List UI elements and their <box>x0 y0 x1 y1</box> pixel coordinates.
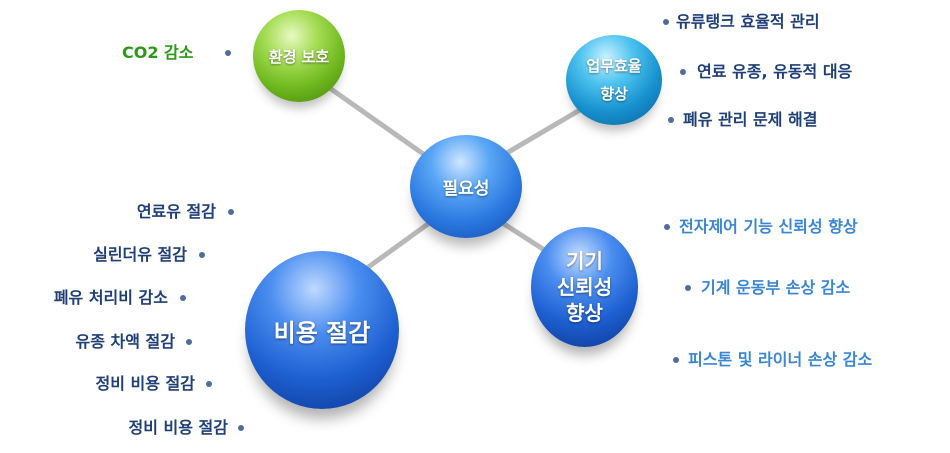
cost-item: 실린더유 절감 <box>93 245 187 264</box>
cost-item: 유종 차액 절감 <box>75 332 175 351</box>
efficiency-node: 업무효율 향상 <box>566 35 662 125</box>
cost-item: 정비 비용 절감 <box>95 374 195 393</box>
cost-node: 비용 절감 <box>245 251 399 409</box>
environment-title: 환경 보호 <box>268 47 330 66</box>
bullet-icon <box>206 381 212 387</box>
bullet-icon <box>685 285 691 291</box>
environment-item: CO2 감소 <box>122 43 194 62</box>
bullet-icon <box>228 209 234 215</box>
reliability-item: 전자제어 기능 신뢰성 향상 <box>679 217 858 236</box>
bullet-icon <box>668 117 674 123</box>
bullet-icon <box>673 357 679 363</box>
efficiency-title-line2: 향상 <box>600 85 628 103</box>
efficiency-item: 유류탱크 효율적 관리 <box>676 12 820 31</box>
reliability-node: 기기 신뢰성 향상 <box>531 227 638 347</box>
cost-item: 연료유 절감 <box>136 202 216 221</box>
reliability-item: 피스톤 및 라이너 손상 감소 <box>688 350 873 369</box>
efficiency-title-line1: 업무효율 <box>586 57 642 75</box>
reliability-title-line2: 신뢰성 <box>556 275 613 299</box>
center-node: 필요성 <box>410 135 522 238</box>
efficiency-item: 폐유 관리 문제 해결 <box>683 110 818 129</box>
bullet-icon <box>186 339 192 345</box>
cost-title: 비용 절감 <box>273 318 371 347</box>
bullet-icon <box>664 224 670 230</box>
reliability-item: 기계 운동부 손상 감소 <box>701 278 851 297</box>
bullet-icon <box>199 252 205 258</box>
reliability-title-line3: 향상 <box>566 301 603 325</box>
connector-efficiency <box>492 101 593 163</box>
bullet-icon <box>238 425 244 431</box>
bullet-icon <box>680 69 686 75</box>
center-title: 필요성 <box>442 179 490 199</box>
cost-item: 정비 비용 절감 <box>128 418 228 437</box>
efficiency-item: 연료 유종, 유동적 대응 <box>697 62 853 81</box>
reliability-title-line1: 기기 <box>566 249 603 273</box>
bullet-icon <box>180 295 186 301</box>
cost-item: 폐유 처리비 감소 <box>53 288 168 307</box>
bullet-icon <box>225 50 231 56</box>
environment-node: 환경 보호 <box>253 10 345 102</box>
bullet-icon <box>663 19 669 25</box>
